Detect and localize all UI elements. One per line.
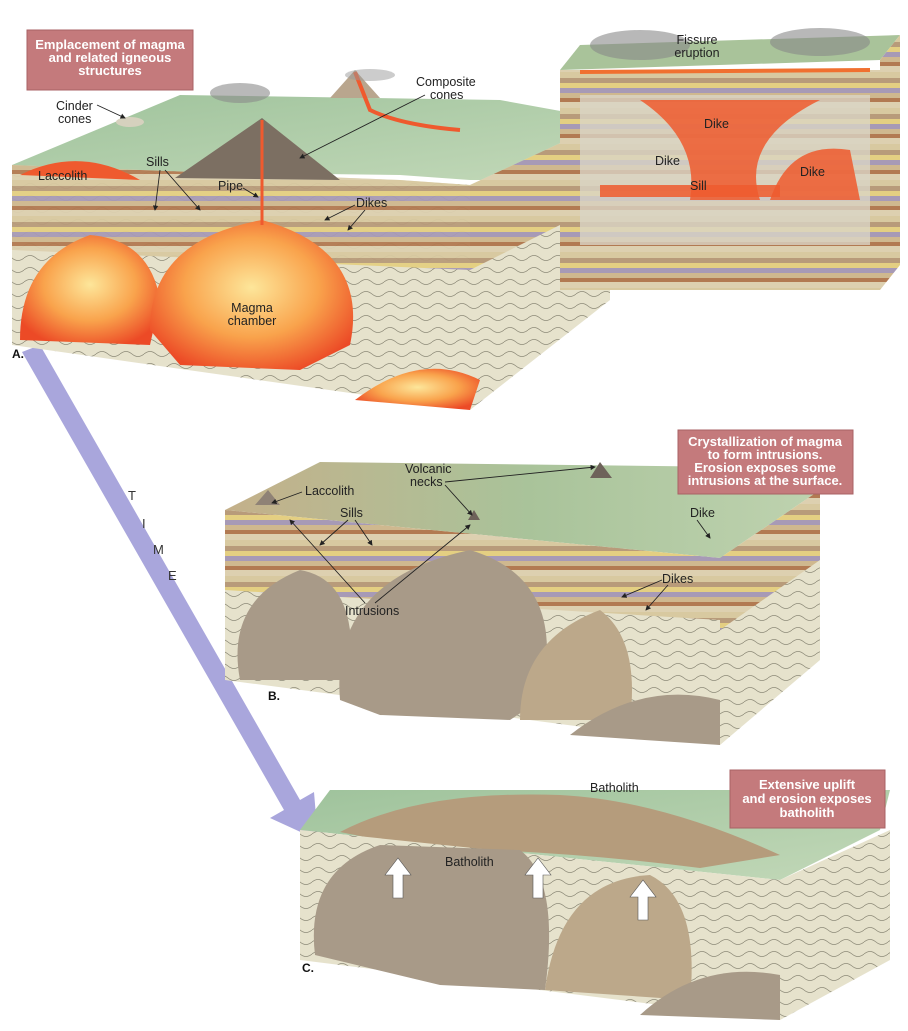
exposed-batholith [340,794,780,868]
time-arrow-shape [22,345,318,840]
cinder-cone [116,117,144,127]
panel-b-caption: Crystallization of magma to form intrusi… [677,429,854,495]
panel-b-block [225,462,830,745]
surface [12,95,610,180]
label-laccolith: Laccolith [38,169,87,183]
smoke [590,30,690,60]
label-intrusions: Intrusions [345,604,399,618]
label-batholith: Batholith [590,781,639,795]
panel-letter: B. [268,689,280,703]
time-letter: M [153,542,164,557]
panel-a-block [12,69,610,410]
volcanic-neck [468,510,480,520]
volcanic-neck [590,462,612,478]
label-magma-chamber: Magma [231,301,273,315]
panel-b-labels: Volcanic necks Laccolith Sills Dike Dike… [268,462,715,703]
inset-sill [600,185,780,197]
svg-text:and related igneous: and related igneous [49,50,172,65]
fissure-inset [560,28,900,290]
smoke [770,28,870,56]
composite-cone [330,70,380,98]
svg-text:necks: necks [410,475,443,489]
smoke [345,69,395,81]
svg-text:batholith: batholith [780,805,835,820]
panel-letter: C. [302,961,314,975]
svg-text:intrusions at the surface.: intrusions at the surface. [688,473,843,488]
panel-c-caption: Extensive uplift and erosion exposes bat… [729,769,886,829]
svg-text:eruption: eruption [674,46,719,60]
label-volcanic-necks: Volcanic [405,462,452,476]
time-arrow: T I M E [22,345,318,840]
panel-c-labels: Batholith Batholith C. [302,781,639,975]
label-sill: Sill [690,179,707,193]
inset-side [880,35,900,290]
lava-flow [353,71,461,132]
time-letter: T [128,488,136,503]
label-dike: Dike [690,506,715,520]
time-letter: I [142,516,146,531]
uplift-arrow-icon [384,857,412,899]
side-face [780,830,890,1020]
strata [12,165,470,270]
svg-text:structures: structures [78,63,142,78]
label-dike: Dike [655,154,680,168]
label-sills: Sills [146,155,169,169]
svg-text:Erosion exposes some: Erosion exposes some [694,460,836,475]
label-sills: Sills [340,506,363,520]
label-laccolith: Laccolith [305,484,354,498]
intrusion [520,610,632,720]
intrusion [237,570,352,680]
fissure-lava [579,68,871,74]
uplift-arrow-icon [524,857,552,899]
intrusion [640,971,780,1020]
label-composite-cones: Composite [416,75,476,89]
svg-text:to form intrusions.: to form intrusions. [708,447,823,462]
label-pipe: Pipe [218,179,243,193]
label-dike: Dike [800,165,825,179]
smoke [210,83,270,103]
uplift-arrow-icon [629,879,657,921]
intrusion [339,550,547,720]
side-strata [720,490,820,630]
svg-text:cones: cones [58,112,91,126]
label-batholith: Batholith [445,855,494,869]
panel-letter: A. [12,347,24,361]
laccolith [20,161,140,180]
intrusion [570,694,720,745]
label-fissure-eruption: Fissure [677,33,718,47]
magma-chamber [150,220,354,370]
svg-text:and erosion exposes: and erosion exposes [742,791,871,806]
svg-text:chamber: chamber [228,314,277,328]
svg-text:Extensive uplift: Extensive uplift [759,777,856,792]
svg-text:cones: cones [430,88,463,102]
svg-text:Crystallization of magma: Crystallization of magma [688,434,843,449]
composite-volcano [175,118,340,180]
magma-body [20,235,160,345]
panel-a-caption: Emplacement of magma and related igneous… [26,29,194,91]
inset-dike [770,148,860,200]
batholith [313,845,550,990]
label-dikes: Dikes [662,572,693,586]
label-dike: Dike [704,117,729,131]
panel-a-labels: Cinder cones Composite cones Laccolith S… [12,33,825,361]
magma-body [355,368,480,410]
inset-dike [640,100,820,200]
label-dikes: Dikes [356,196,387,210]
svg-text:Emplacement of magma: Emplacement of magma [35,37,185,52]
time-letter: E [168,568,177,583]
label-cinder-cones: Cinder [56,99,93,113]
intrusion [545,875,692,1000]
panel-c-block [300,790,890,1020]
